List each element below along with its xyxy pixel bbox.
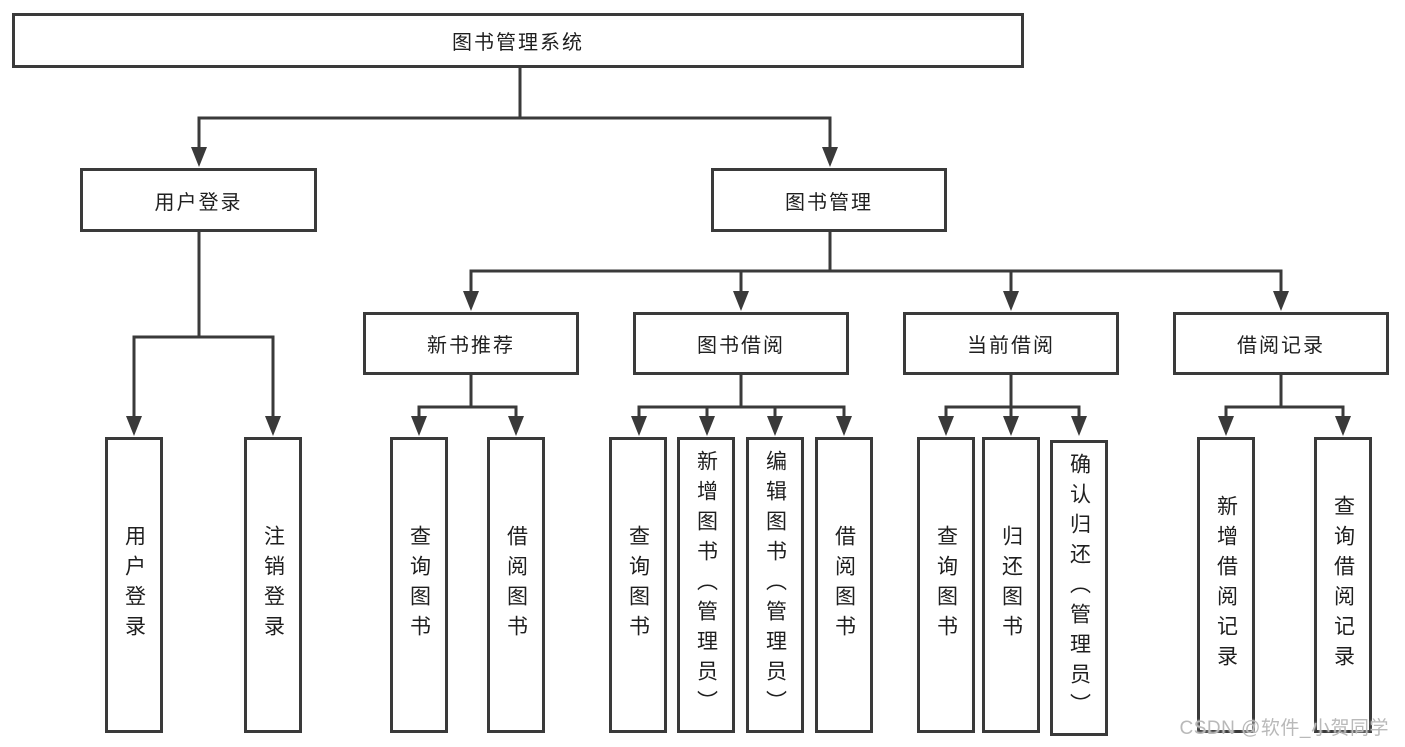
node-label: 新书推荐 (427, 335, 515, 357)
arrowheads-book-borrowing-group (631, 416, 852, 436)
edges-root-to-level1 (197, 66, 832, 150)
node-cb-confirm-return-admin: 确认归还（管理员） (1050, 440, 1108, 736)
node-user-login-action: 用户登录 (105, 437, 163, 733)
csdn-watermark: CSDN @软件_小贺同学 (1179, 718, 1389, 739)
node-user-login: 用户登录 (80, 168, 317, 232)
arrowheads-root-to-level1 (191, 147, 838, 167)
node-cb-return-books: 归还图书 (982, 437, 1040, 733)
node-bb-query-books: 查询图书 (609, 437, 667, 733)
node-label: 新增借阅记录 (1214, 495, 1238, 675)
node-book-management: 图书管理 (711, 168, 947, 232)
node-label: 查询图书 (934, 525, 958, 645)
node-label: 用户登录 (154, 191, 243, 214)
node-label: 借阅记录 (1237, 335, 1325, 357)
arrowheads-user-login-group (126, 416, 281, 436)
node-label: 借阅图书 (504, 525, 528, 645)
node-cb-query-books: 查询图书 (917, 437, 975, 733)
arrowheads-new-book-recommend-group (411, 416, 524, 436)
node-label: 当前借阅 (967, 335, 1055, 357)
node-label: 图书管理系统 (452, 32, 584, 54)
node-label: 归还图书 (999, 525, 1023, 645)
arrowheads-current-borrowing-group (938, 416, 1087, 436)
edges-current-borrowing-group (944, 373, 1081, 419)
node-nb-query-books: 查询图书 (390, 437, 448, 733)
node-book-borrowing: 图书借阅 (633, 312, 849, 375)
edges-user-login-group (132, 230, 275, 419)
node-label: 编辑图书（管理员） (763, 450, 787, 720)
node-label: 图书管理 (785, 191, 873, 214)
node-label: 借阅图书 (832, 525, 856, 645)
node-library-management-system: 图书管理系统 (12, 13, 1024, 68)
node-br-query-record: 查询借阅记录 (1314, 437, 1372, 733)
edges-borrowing-records-group (1224, 373, 1345, 419)
node-label: 图书借阅 (697, 335, 785, 357)
node-label: 查询借阅记录 (1331, 495, 1355, 675)
node-br-add-record: 新增借阅记录 (1197, 437, 1255, 733)
edges-book-management-to-level2 (469, 230, 1283, 294)
edges-new-book-recommend-group (417, 373, 518, 419)
node-label: 确认归还（管理员） (1067, 453, 1091, 723)
node-label: 用户登录 (122, 525, 146, 645)
node-bb-add-books-admin: 新增图书（管理员） (677, 437, 735, 733)
node-new-book-recommend: 新书推荐 (363, 312, 579, 375)
arrowheads-borrowing-records-group (1218, 416, 1351, 436)
node-label: 查询图书 (407, 525, 431, 645)
edges-book-borrowing-group (637, 373, 846, 419)
arrowheads-book-management-to-level2 (463, 291, 1289, 311)
node-label: 新增图书（管理员） (694, 450, 718, 720)
node-current-borrowing: 当前借阅 (903, 312, 1119, 375)
node-logout-action: 注销登录 (244, 437, 302, 733)
node-bb-borrow-books: 借阅图书 (815, 437, 873, 733)
node-borrowing-records: 借阅记录 (1173, 312, 1389, 375)
node-label: 查询图书 (626, 525, 650, 645)
node-label: 注销登录 (261, 525, 285, 645)
node-nb-borrow-books: 借阅图书 (487, 437, 545, 733)
node-bb-edit-books-admin: 编辑图书（管理员） (746, 437, 804, 733)
